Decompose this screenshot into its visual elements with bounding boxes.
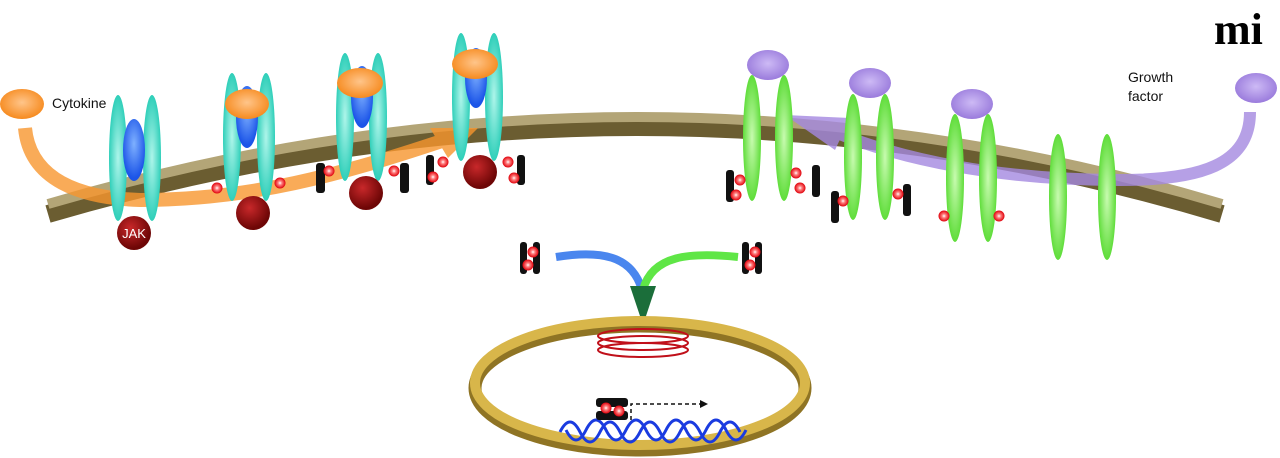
cytokine-receptor-bound xyxy=(211,73,286,230)
growth-factor-label-line2: factor xyxy=(1128,88,1163,104)
nucleus xyxy=(468,316,812,457)
dna-helix xyxy=(558,418,748,444)
blue-pathway-arrow xyxy=(555,250,646,292)
logo-text: mi xyxy=(1214,5,1263,54)
growth-factor-receptor-unbound xyxy=(1049,134,1116,260)
cytokine-ligand xyxy=(0,89,44,119)
cytokine-receptor-stat-phosphorylated xyxy=(426,33,525,189)
nuclear-pore xyxy=(597,328,689,358)
stat-dimer-right xyxy=(740,240,764,276)
journal-logo: mi xyxy=(1214,5,1263,54)
jak-label: JAK xyxy=(122,226,146,241)
green-pathway-arrow xyxy=(639,251,739,292)
growth-factor-receptor-2 xyxy=(831,68,911,223)
growth-factor-receptor-1 xyxy=(726,50,820,202)
cytokine-receptor-stat-docking xyxy=(316,53,409,210)
cytokine-label: Cytokine xyxy=(52,95,107,111)
cytokine-receptor-unbound: JAK xyxy=(109,95,161,250)
growth-factor-ligand xyxy=(1235,73,1277,103)
growth-factor-label-line1: Growth xyxy=(1128,69,1173,85)
nuclear-import-arrowhead xyxy=(630,286,656,325)
stat-dimer-on-dna xyxy=(596,398,628,420)
growth-factor-receptor-3 xyxy=(938,89,1005,242)
transcription-arrow xyxy=(630,400,708,420)
jak-kinase xyxy=(117,216,151,250)
stat-dimer-left xyxy=(518,240,542,276)
